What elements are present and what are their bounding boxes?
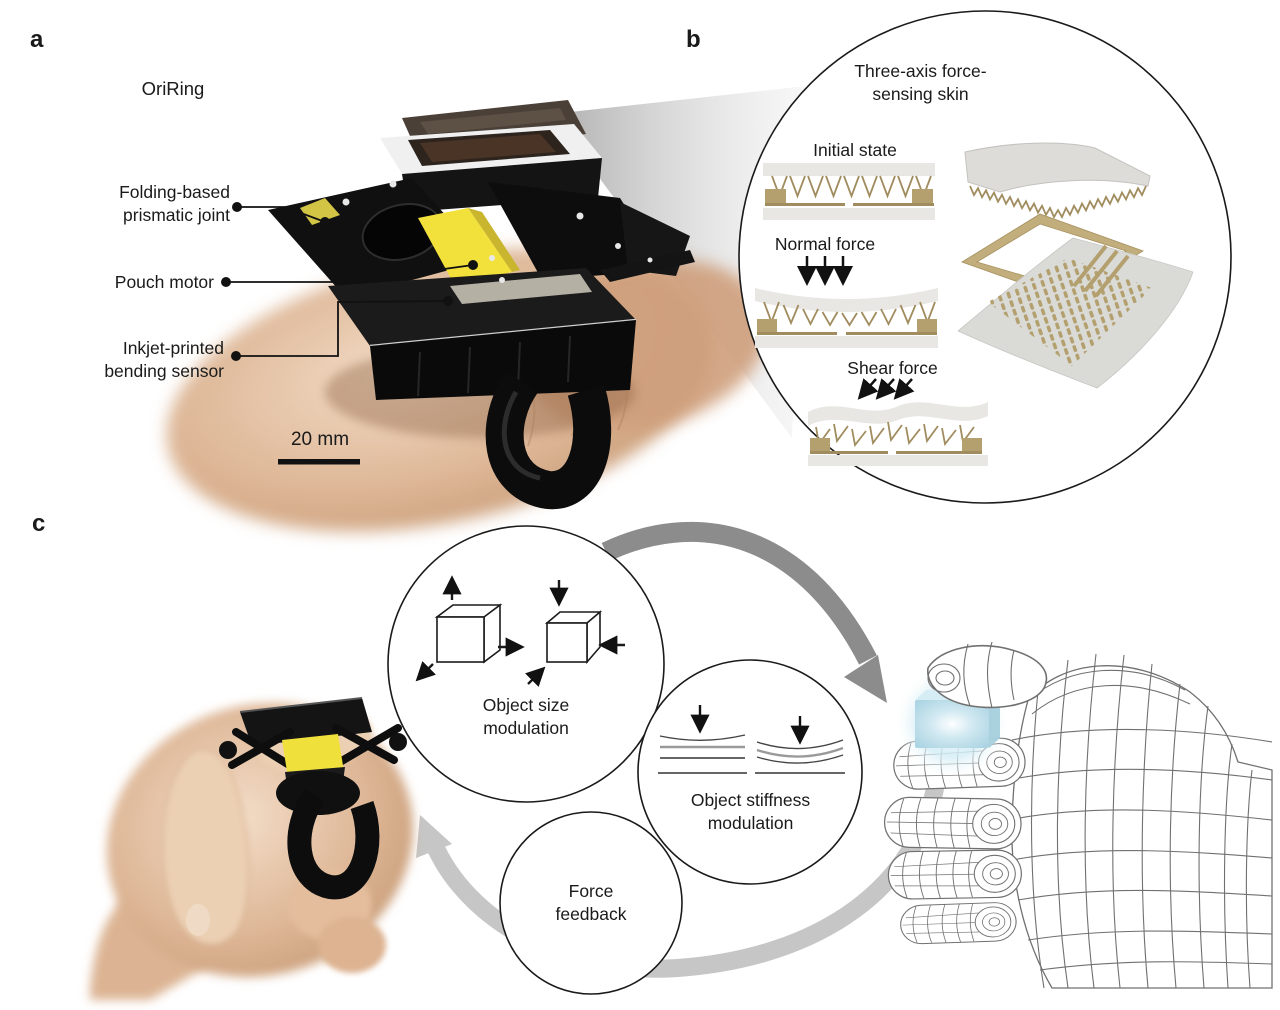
object-stiffness-diagram (658, 705, 845, 774)
circle-force-feedback (499, 811, 683, 995)
label-object-size: Object size modulation (482, 695, 570, 738)
circle-object-size (387, 525, 665, 803)
cycle-arrow-dark-head (844, 655, 887, 703)
scale-bar-label: 20 mm (290, 429, 350, 450)
normal-force-arrows (797, 256, 853, 286)
label-initial-state: Initial state (813, 140, 897, 160)
circle-object-stiffness (637, 659, 863, 885)
panel-a-leader-dots (221, 202, 478, 361)
cross-section-shear (808, 402, 988, 466)
device-title: OriRing (141, 78, 205, 99)
panel-b-title: Three-axis force- sensing skin (854, 61, 987, 104)
label-object-stiffness: Object stiffness modulation (690, 790, 811, 833)
shear-force-arrows (857, 378, 915, 400)
panel-a-label: a (30, 26, 44, 53)
scale-bar (278, 459, 360, 465)
label-shear-force: Shear force (847, 358, 938, 378)
cycle-arrow-light-head (416, 815, 452, 858)
panel-b-label: b (686, 26, 701, 53)
exploded-sensor-stack (957, 142, 1194, 389)
wireframe-hand (883, 641, 1273, 989)
annotation-bending-sensor: Inkjet-printed bending sensor (104, 338, 224, 381)
label-normal-force: Normal force (774, 234, 876, 254)
label-force-feedback: Force feedback (555, 881, 627, 924)
cross-section-initial (763, 163, 935, 220)
annotation-prismatic-joint: Folding-based prismatic joint (119, 182, 230, 225)
panel-c-photo-hand (90, 697, 414, 1000)
object-size-diagram (415, 575, 625, 687)
panel-a-leader-lines (226, 206, 474, 357)
cycle-arrow-dark (601, 521, 877, 665)
panel-c-label: c (32, 510, 46, 537)
annotation-pouch-motor: Pouch motor (114, 272, 214, 292)
cross-section-normal (755, 288, 938, 348)
